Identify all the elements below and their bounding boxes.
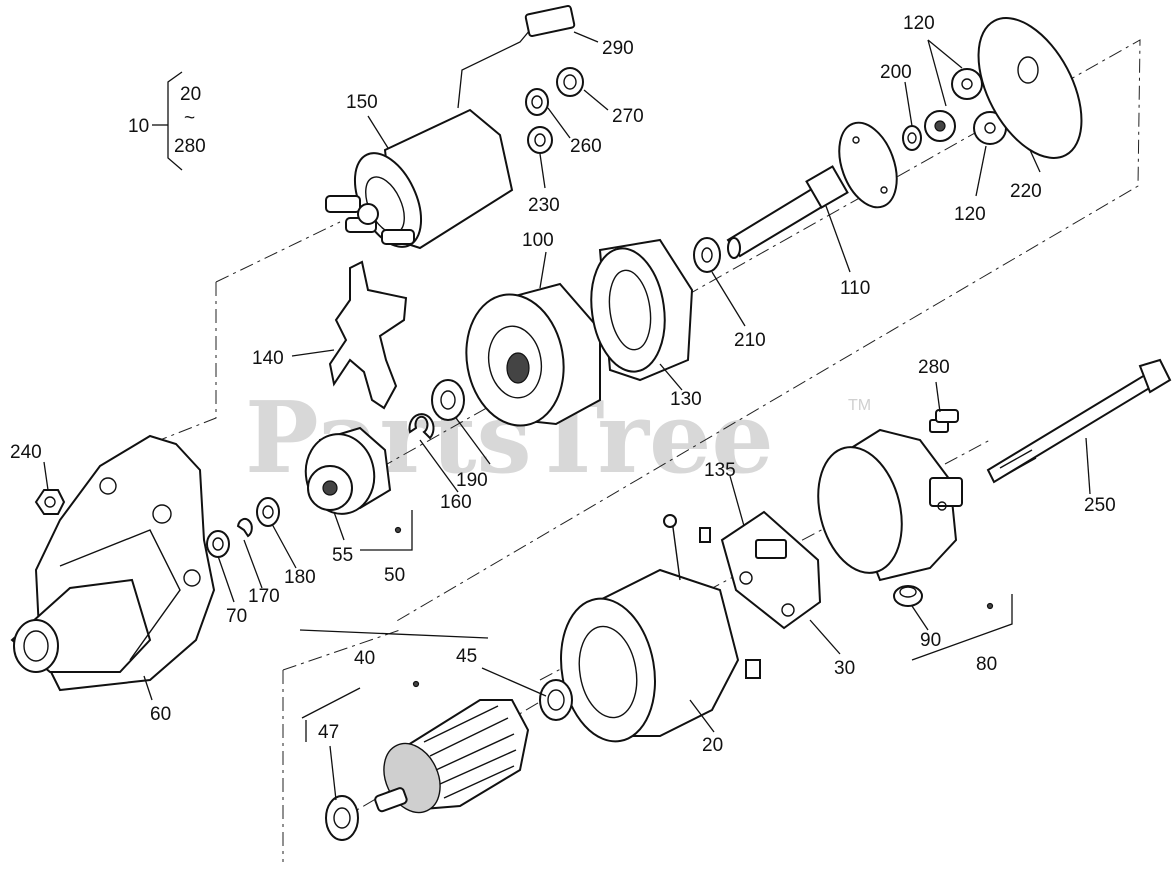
- callout-140: 140: [252, 348, 284, 369]
- callout-290: 290: [602, 38, 634, 59]
- armature-bearing-front[interactable]: [539, 679, 573, 721]
- callout-260: 260: [570, 136, 602, 157]
- callout-60: 60: [150, 704, 171, 725]
- callout-250: 250: [1084, 495, 1116, 516]
- callout-190: 190: [456, 470, 488, 491]
- callout-120-bottom: 120: [954, 204, 986, 225]
- subassembly-brackets: [299, 510, 1013, 742]
- internal-gear-housing[interactable]: [456, 282, 601, 433]
- callout-170: 170: [248, 586, 280, 607]
- range-start: 20: [180, 84, 201, 105]
- armature[interactable]: [373, 680, 530, 822]
- through-bolt[interactable]: [986, 358, 1172, 484]
- callout-labels: 290 270 260 230 150 200 120 120 220 110 …: [10, 13, 1116, 756]
- callout-70: 70: [226, 606, 247, 627]
- planetary-gear-set[interactable]: [902, 1, 1103, 175]
- brush-holder-screw[interactable]: [929, 409, 959, 433]
- trademark: TM: [848, 397, 871, 414]
- leader-lines: [43, 31, 1091, 801]
- assembly-number: 10: [128, 116, 149, 137]
- callout-270: 270: [612, 106, 644, 127]
- brush-holder[interactable]: [720, 510, 822, 630]
- callout-80: 80: [976, 654, 997, 675]
- washer-and-snap-ring[interactable]: [408, 379, 465, 440]
- solenoid[interactable]: [325, 5, 576, 257]
- assembly-bracket: 10 20 ~ 280: [128, 71, 206, 171]
- callout-55: 55: [332, 545, 353, 566]
- rear-end-frame[interactable]: [806, 428, 963, 582]
- callout-130: 130: [670, 389, 702, 410]
- shift-lever[interactable]: [328, 260, 408, 410]
- grommet[interactable]: [893, 585, 923, 607]
- callout-120-top: 120: [903, 13, 935, 34]
- callout-200: 200: [880, 62, 912, 83]
- pinion-clutch[interactable]: [300, 426, 402, 534]
- callout-280: 280: [918, 357, 950, 378]
- callout-20: 20: [702, 735, 723, 756]
- pinion-stop-parts[interactable]: [206, 497, 280, 558]
- thrust-washer[interactable]: [693, 237, 721, 273]
- hardware-nuts[interactable]: [525, 67, 584, 154]
- callout-180: 180: [284, 567, 316, 588]
- callout-230: 230: [528, 195, 560, 216]
- callout-40: 40: [354, 648, 375, 669]
- callout-220: 220: [1010, 181, 1042, 202]
- callout-100: 100: [522, 230, 554, 251]
- range-end: 280: [174, 136, 206, 157]
- range-sep: ~: [184, 108, 195, 129]
- drive-housing[interactable]: [10, 434, 216, 692]
- callout-45: 45: [456, 646, 477, 667]
- planetary-shaft[interactable]: [726, 115, 907, 259]
- callout-30: 30: [834, 658, 855, 679]
- callout-210: 210: [734, 330, 766, 351]
- callout-160: 160: [440, 492, 472, 513]
- callout-135: 135: [704, 460, 736, 481]
- callout-47: 47: [318, 722, 339, 743]
- callout-50: 50: [384, 565, 405, 586]
- callout-90: 90: [920, 630, 941, 651]
- field-yoke[interactable]: [550, 514, 761, 749]
- callout-150: 150: [346, 92, 378, 113]
- housing-nut[interactable]: [34, 489, 66, 515]
- armature-bearing-rear[interactable]: [325, 795, 359, 841]
- ring-gear[interactable]: [584, 238, 694, 382]
- callout-110: 110: [840, 278, 870, 299]
- callout-240: 240: [10, 442, 42, 463]
